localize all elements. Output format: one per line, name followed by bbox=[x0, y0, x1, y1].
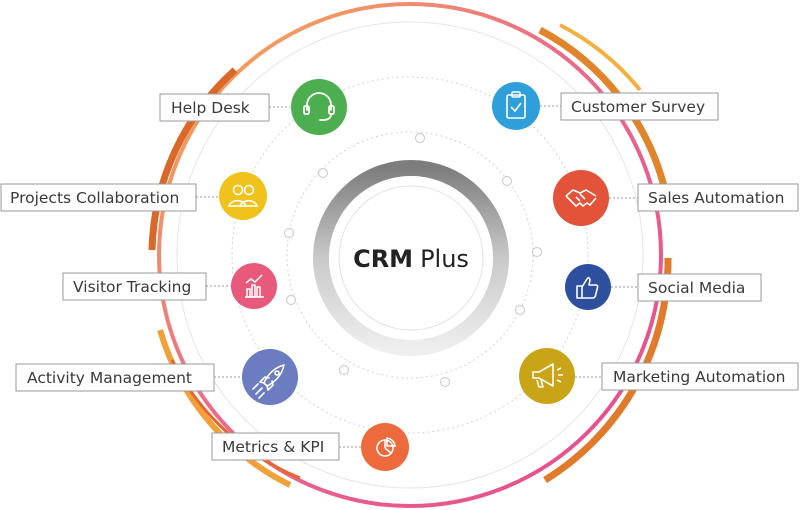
feature-label-box bbox=[637, 183, 799, 212]
hub-inner-ring bbox=[338, 185, 484, 331]
feature-projects-collaboration[interactable]: Projects Collaboration bbox=[0, 172, 267, 220]
center-title-bold: CRM bbox=[353, 245, 413, 273]
feature-label-box bbox=[159, 93, 270, 122]
feature-label: Help Desk bbox=[171, 99, 250, 117]
outer-ring bbox=[157, 2, 663, 508]
rocket-icon bbox=[252, 364, 285, 399]
handshake-icon bbox=[565, 189, 597, 207]
feature-label: Visitor Tracking bbox=[73, 278, 191, 296]
megaphone-icon bbox=[532, 363, 563, 388]
orbit-node bbox=[338, 364, 350, 376]
feature-label-box bbox=[0, 183, 197, 212]
feature-badge bbox=[231, 263, 277, 309]
feature-activity-management[interactable]: Activity Management bbox=[15, 349, 298, 405]
feature-label: Projects Collaboration bbox=[10, 189, 179, 207]
feature-label-box bbox=[15, 363, 215, 392]
orbit-nodes bbox=[283, 132, 543, 388]
feature-badge bbox=[242, 349, 298, 405]
accent-arc-right-mid bbox=[559, 23, 642, 92]
feature-label: Social Media bbox=[648, 279, 745, 297]
feature-badge bbox=[291, 79, 347, 135]
feature-marketing-automation[interactable]: Marketing Automation bbox=[519, 348, 799, 404]
feature-help-desk[interactable]: Help Desk bbox=[159, 79, 347, 135]
pie-chart-icon bbox=[376, 437, 396, 457]
headset-icon bbox=[303, 92, 335, 121]
feature-social-media[interactable]: Social Media bbox=[565, 264, 762, 310]
feature-badge bbox=[565, 264, 611, 310]
orbit-node bbox=[317, 167, 329, 179]
hub-core bbox=[329, 176, 493, 340]
feature-label-box bbox=[637, 273, 762, 302]
hub-ring bbox=[313, 160, 509, 356]
accent-arc-left-bottom bbox=[157, 329, 292, 488]
feature-badge bbox=[519, 348, 575, 404]
feature-label: Customer Survey bbox=[571, 98, 705, 116]
clipboard-check-icon bbox=[506, 91, 526, 119]
feature-label-box bbox=[560, 92, 719, 121]
accent-arc-left-top bbox=[148, 67, 238, 251]
feature-label-box bbox=[601, 362, 799, 391]
people-icon bbox=[227, 184, 259, 207]
orbit-node bbox=[439, 376, 451, 388]
orbit-node bbox=[501, 175, 513, 187]
orbit-node bbox=[414, 132, 426, 144]
feature-badge bbox=[492, 82, 540, 130]
feature-label: Metrics & KPI bbox=[222, 438, 324, 456]
feature-label: Sales Automation bbox=[648, 189, 784, 207]
feature-customer-survey[interactable]: Customer Survey bbox=[492, 82, 719, 130]
ring-inner-1 bbox=[176, 21, 644, 489]
orbit-node bbox=[283, 227, 295, 239]
feature-label: Marketing Automation bbox=[613, 368, 785, 386]
thumbs-up-icon bbox=[576, 276, 599, 299]
orbit-node bbox=[514, 304, 526, 316]
dotted-orbit-outer bbox=[231, 76, 589, 434]
feature-badge bbox=[553, 170, 609, 226]
feature-badge bbox=[219, 172, 267, 220]
orbit-node bbox=[531, 246, 543, 258]
center-title-rest: Plus bbox=[420, 245, 469, 273]
orbit-node bbox=[285, 294, 297, 306]
bar-chart-icon bbox=[245, 274, 264, 298]
feature-metrics-kpi[interactable]: Metrics & KPI bbox=[211, 423, 409, 471]
feature-label-box bbox=[211, 432, 340, 461]
feature-visitor-tracking[interactable]: Visitor Tracking bbox=[62, 263, 277, 309]
feature-sales-automation[interactable]: Sales Automation bbox=[553, 170, 799, 226]
feature-label: Activity Management bbox=[27, 369, 192, 387]
